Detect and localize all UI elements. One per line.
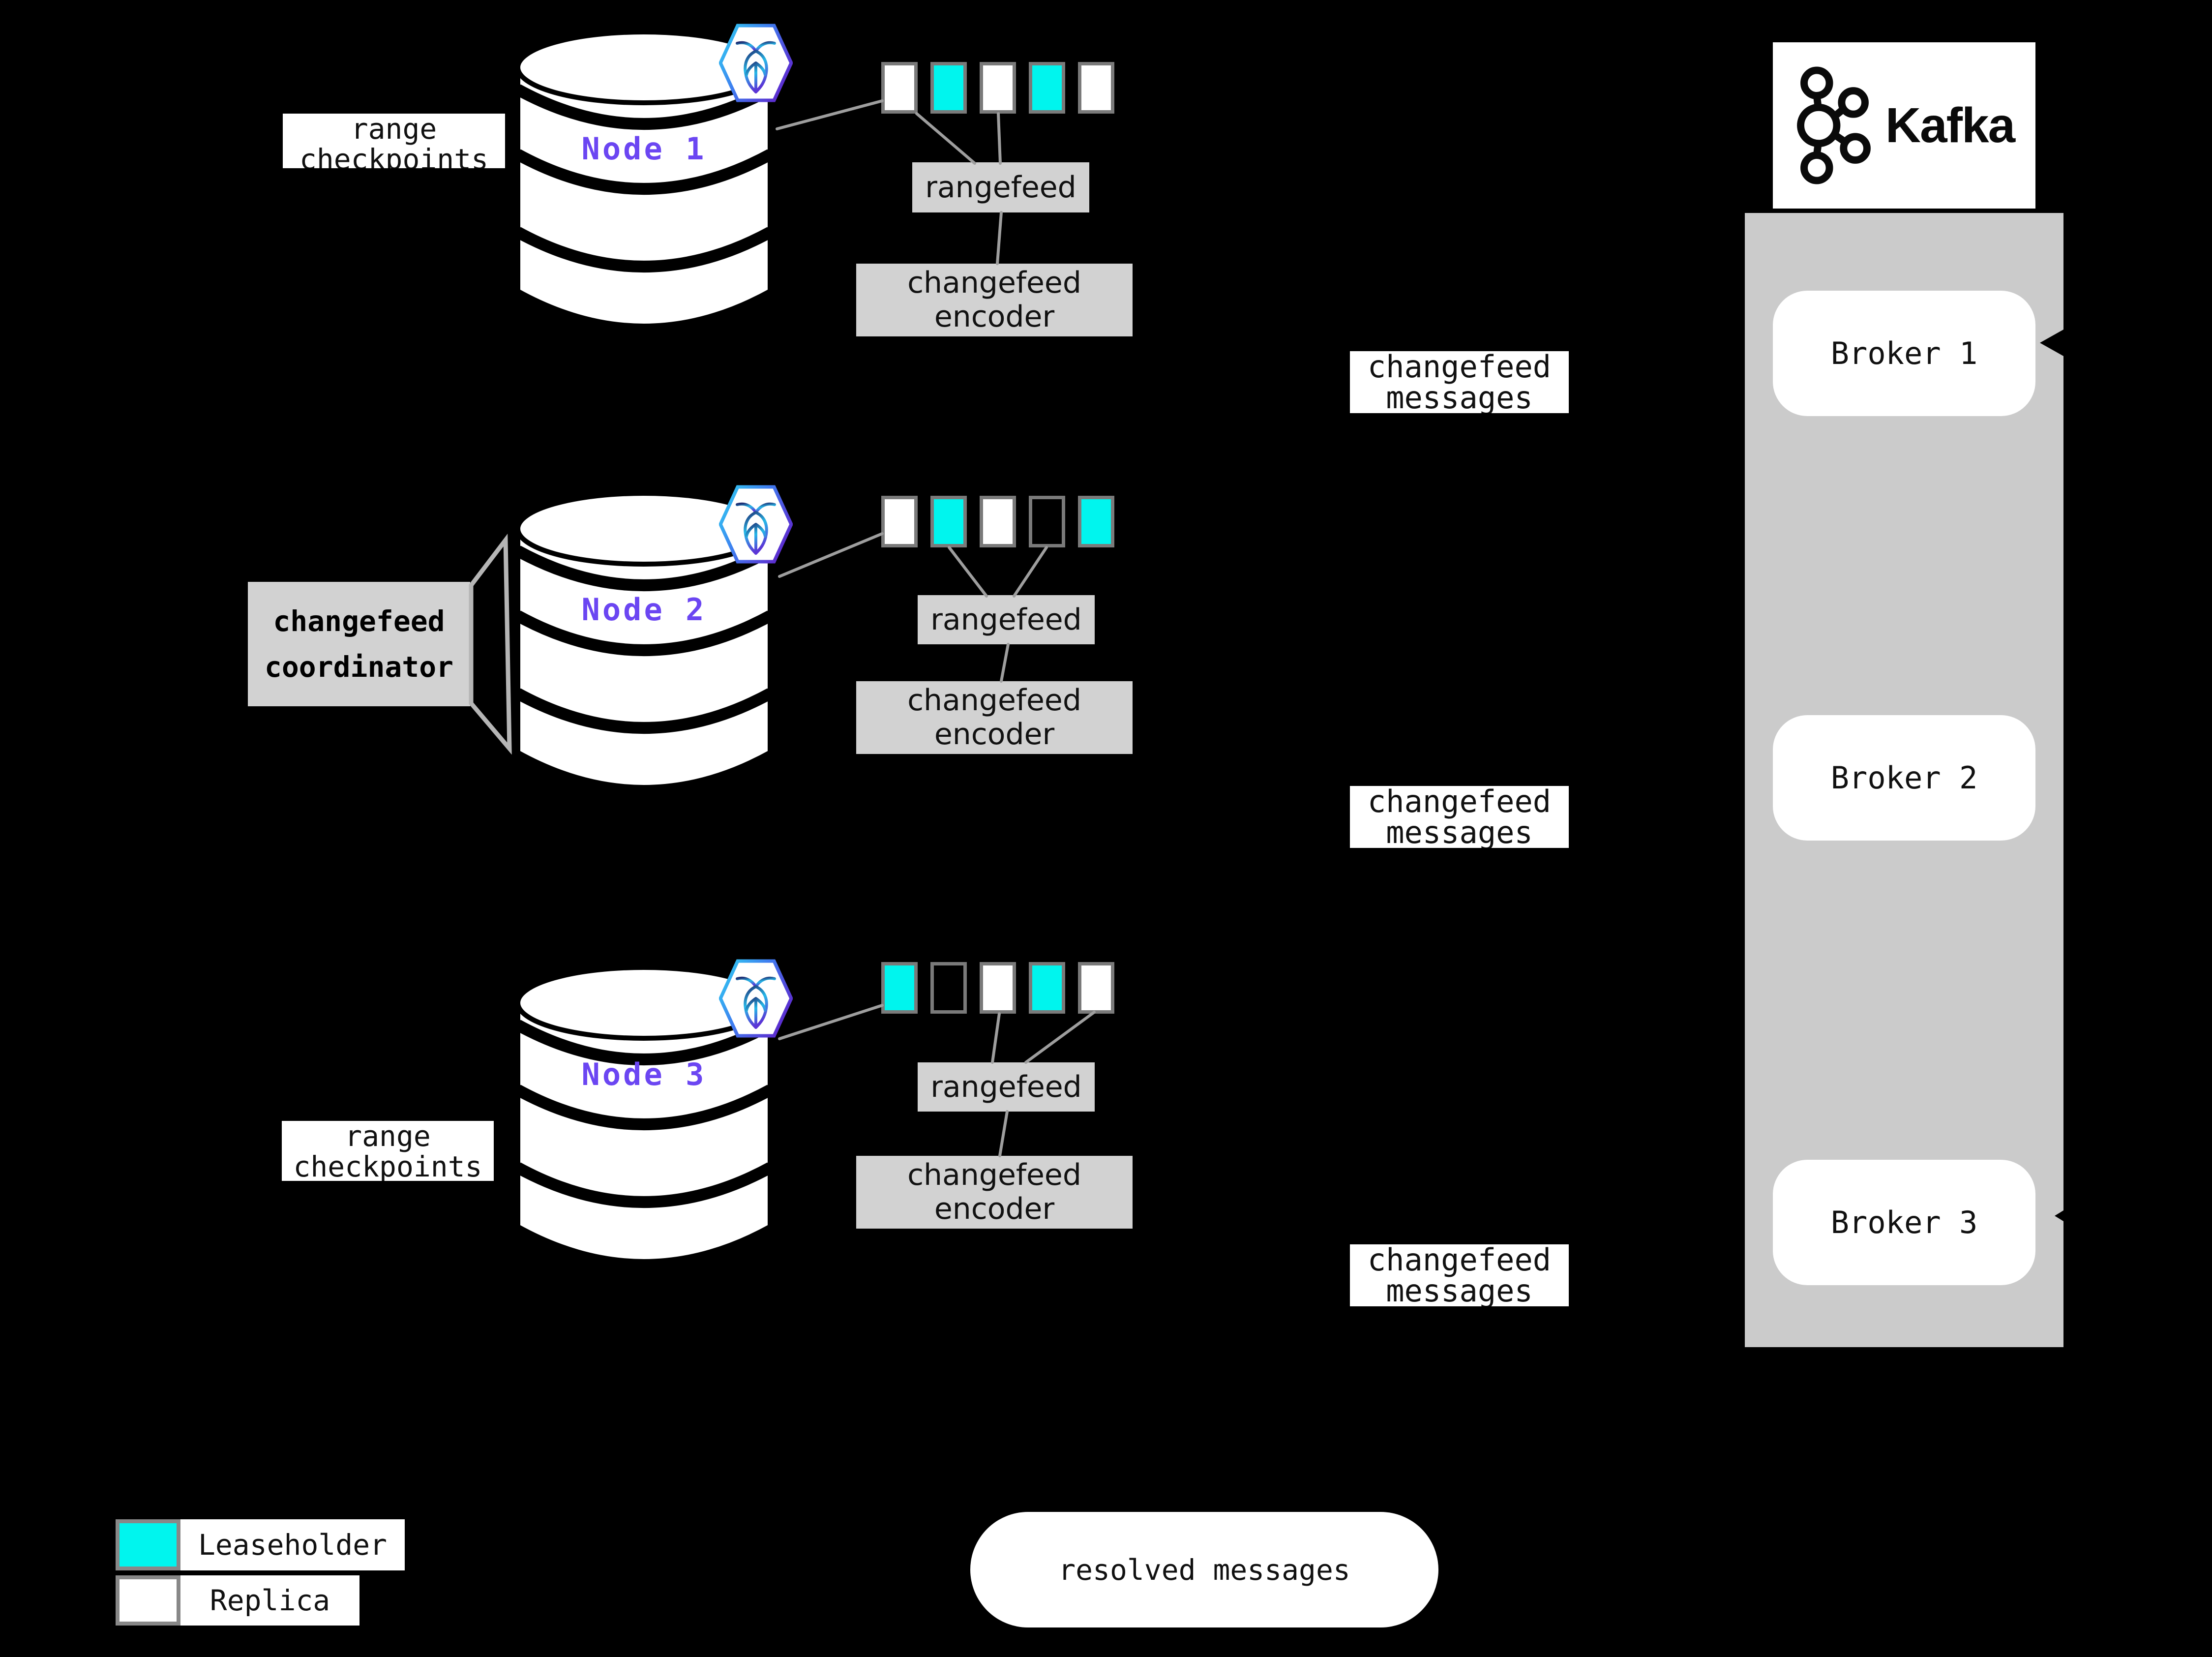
node2-range-replica: [881, 496, 918, 547]
coordinator-callout-flag: [469, 533, 512, 755]
node1-rangefeed-box: rangefeed: [912, 162, 1089, 212]
changefeed-messages-label-1: changefeed messages: [1350, 351, 1569, 413]
legend-swatch-leaseholder: [116, 1519, 180, 1570]
legend-label-leaseholder: Leaseholder: [180, 1519, 405, 1570]
node2-range-leaseholder: [1078, 496, 1114, 547]
node2-changefeed-encoder-box: changefeed encoder: [856, 681, 1133, 754]
node1-range-row: [881, 62, 1114, 114]
kafka-broker-3: Broker 3: [1773, 1160, 2035, 1285]
kafka-wordmark: Kafka: [1885, 97, 2015, 153]
arrowhead-into-broker-1-icon: [2040, 330, 2063, 356]
changefeed-coordinator-box: changefeed coordinator: [248, 582, 470, 706]
node2-range-row: [881, 496, 1114, 547]
node3-label: Node 3: [581, 1056, 707, 1092]
node3-range-row: [881, 962, 1114, 1014]
node2-range-empty: [1029, 496, 1065, 547]
kafka-broker-1: Broker 1: [1773, 291, 2035, 416]
changefeed-messages-label-2: changefeed messages: [1350, 786, 1569, 848]
changefeed-messages-label-3: changefeed messages: [1350, 1244, 1569, 1306]
node1-range-leaseholder: [1029, 62, 1065, 114]
node3-range-leaseholder: [1029, 962, 1065, 1014]
range-checkpoints-label-top: range checkpoints: [283, 114, 505, 168]
kafka-logo-icon: [1796, 66, 1871, 184]
node3-range-empty: [930, 962, 967, 1014]
range-checkpoints-label-bottom: range checkpoints: [282, 1121, 494, 1181]
node3-rangefeed-box: rangefeed: [918, 1062, 1095, 1112]
node3-range-leaseholder: [881, 962, 918, 1014]
node1-range-replica: [881, 62, 918, 114]
node2-range-replica: [980, 496, 1016, 547]
kafka-broker-2: Broker 2: [1773, 715, 2035, 841]
legend-swatch-replica: [116, 1575, 180, 1626]
node2-label: Node 2: [581, 592, 707, 628]
node1-label: Node 1: [581, 131, 707, 167]
kafka-logo-box: Kafka: [1773, 42, 2035, 209]
node1-changefeed-encoder-box: changefeed encoder: [856, 264, 1133, 336]
resolved-messages-pill: resolved messages: [970, 1512, 1438, 1627]
legend-label-replica: Replica: [180, 1575, 359, 1626]
node2-range-leaseholder: [930, 496, 967, 547]
node3-changefeed-encoder-box: changefeed encoder: [856, 1156, 1133, 1229]
arrowhead-into-broker-3-icon: [2055, 1210, 2063, 1221]
node2-rangefeed-box: rangefeed: [918, 595, 1095, 644]
node1-range-replica: [980, 62, 1016, 114]
node3-range-replica: [1078, 962, 1114, 1014]
node3-range-replica: [980, 962, 1016, 1014]
node1-range-replica: [1078, 62, 1114, 114]
node1-range-leaseholder: [930, 62, 967, 114]
